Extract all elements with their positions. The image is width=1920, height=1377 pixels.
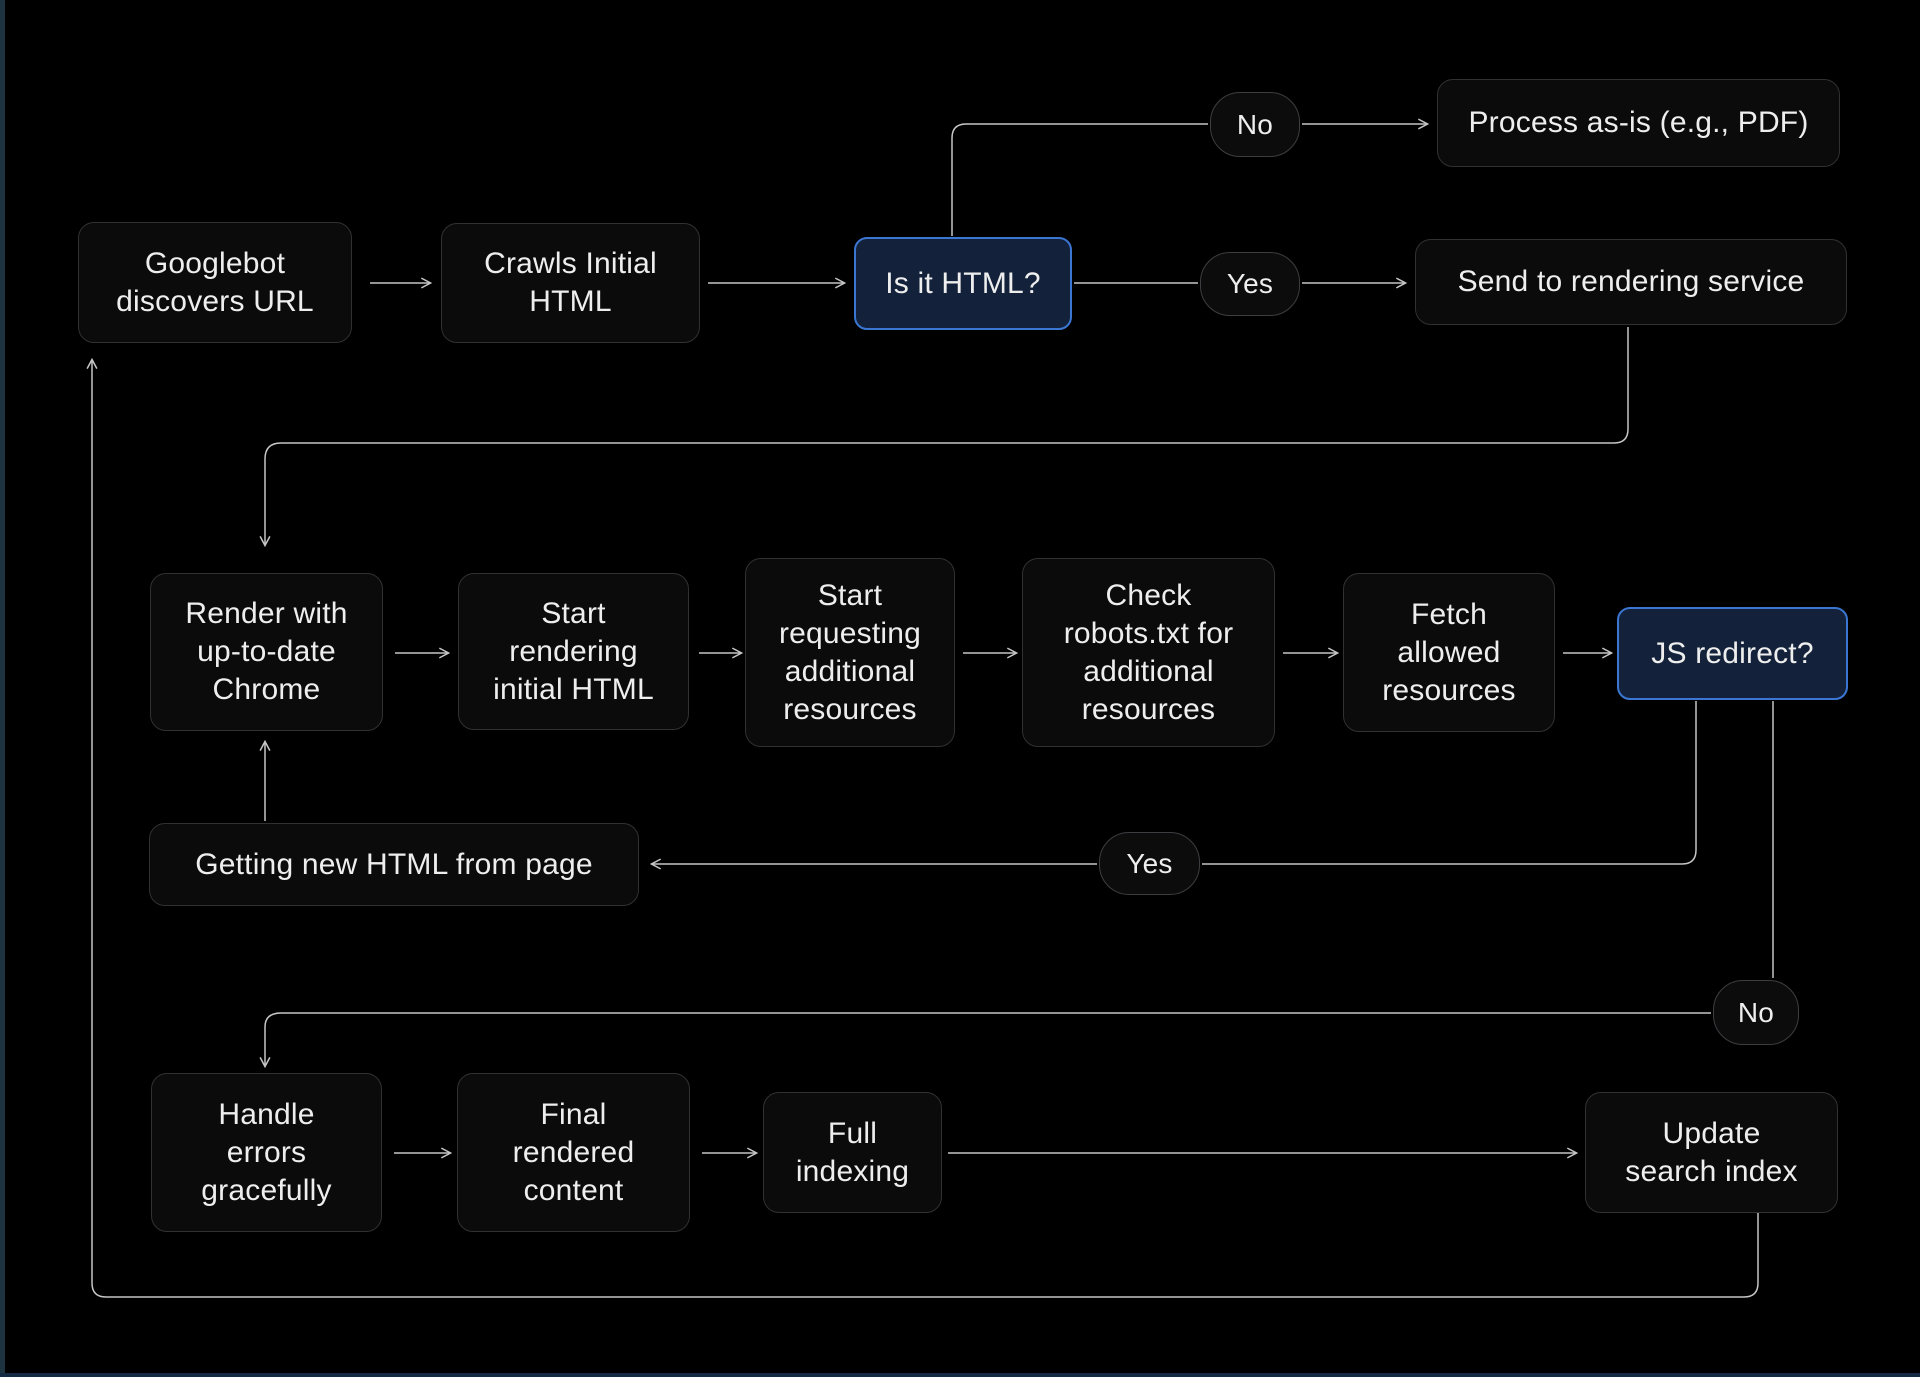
node-crawls-initial-html: Crawls Initial HTML xyxy=(441,223,700,343)
node-render-with-chrome: Render with up-to-date Chrome xyxy=(150,573,383,731)
connector-send-to-render xyxy=(259,327,1629,548)
node-fetch-allowed-resources: Fetch allowed resources xyxy=(1343,573,1555,732)
label-pill-no-bottom: No xyxy=(1713,980,1799,1045)
node-start-requesting-resources: Start requesting additional resources xyxy=(745,558,955,747)
connector-ishtml-to-no xyxy=(951,123,1208,236)
connector-nobottom-to-handle xyxy=(259,1012,1711,1069)
connector-jsredirect-to-yesmid xyxy=(1202,701,1697,865)
node-full-indexing: Full indexing xyxy=(763,1092,942,1213)
label-pill-no-top: No xyxy=(1210,92,1300,157)
label-pill-yes-top: Yes xyxy=(1200,252,1300,316)
node-process-as-is: Process as-is (e.g., PDF) xyxy=(1437,79,1840,167)
node-final-rendered-content: Final rendered content xyxy=(457,1073,690,1232)
label-pill-yes-mid: Yes xyxy=(1099,832,1200,895)
node-js-redirect: JS redirect? xyxy=(1617,607,1848,700)
node-getting-new-html: Getting new HTML from page xyxy=(149,823,639,906)
node-check-robots-txt: Check robots.txt for additional resource… xyxy=(1022,558,1275,747)
node-update-search-index: Update search index xyxy=(1585,1092,1838,1213)
node-is-it-html: Is it HTML? xyxy=(854,237,1072,330)
screen-edge-left-strip xyxy=(0,0,5,1377)
node-start-rendering-initial-html: Start rendering initial HTML xyxy=(458,573,689,730)
screen-edge-bottom-strip xyxy=(0,1373,1920,1377)
connector-update-to-googlebot xyxy=(86,357,1759,1298)
node-handle-errors: Handle errors gracefully xyxy=(151,1073,382,1232)
node-googlebot-discovers-url: Googlebot discovers URL xyxy=(78,222,352,343)
node-send-to-rendering-service: Send to rendering service xyxy=(1415,239,1847,325)
